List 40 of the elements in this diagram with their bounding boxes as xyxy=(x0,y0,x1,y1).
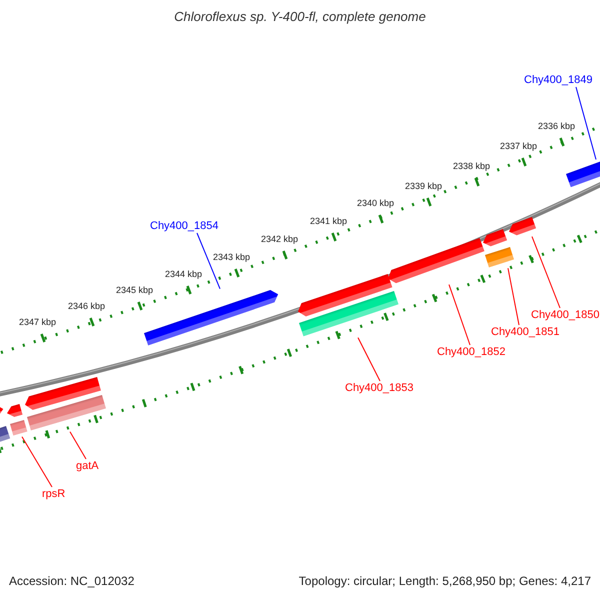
scale-label: 2345 kbp xyxy=(116,285,154,296)
scale-label: 2347 kbp xyxy=(19,317,56,328)
gene-feature xyxy=(26,394,107,432)
gene-label: Chy400_1854 xyxy=(150,219,219,233)
scale-label: 2338 kbp xyxy=(453,161,490,172)
gene-feature xyxy=(482,228,508,248)
gene-label: Chy400_1849 xyxy=(524,73,593,87)
gene-label: Chy400_1852 xyxy=(437,345,506,359)
gene-feature xyxy=(6,402,24,418)
leader-line xyxy=(196,232,220,290)
leader-line xyxy=(508,268,520,326)
leader-line xyxy=(532,236,560,308)
scale-label: 2341 kbp xyxy=(310,216,348,227)
gene-feature xyxy=(508,216,538,237)
gene-label: Chy400_1853 xyxy=(345,381,414,395)
gene-label: Chy400_1850 xyxy=(531,308,600,322)
gene-label: rpsR xyxy=(42,487,66,501)
gene-label: gatA xyxy=(76,459,99,473)
gene-feature xyxy=(484,246,515,268)
leader-line xyxy=(358,337,380,382)
leader-line xyxy=(70,431,86,460)
gene-label: Chy400_1851 xyxy=(491,325,560,339)
scale-label: 2346 kbp xyxy=(68,301,106,312)
leader-line xyxy=(576,86,596,160)
scale-label: 2336 kbp xyxy=(538,121,576,132)
accession-note: Accession: NC_012032 xyxy=(9,574,134,589)
scale-label: 2339 kbp xyxy=(405,181,442,192)
gene-feature xyxy=(387,237,486,285)
scale-label: 2344 kbp xyxy=(165,269,202,280)
gene-feature xyxy=(9,419,29,437)
genome-summary: Topology: circular; Length: 5,268,950 bp; Genes: 4,217 xyxy=(298,574,591,589)
map-title: Chloroflexus sp. Y-400-fl, complete genome xyxy=(173,9,427,25)
leader-line xyxy=(22,436,52,488)
scale-label: 2340 kbp xyxy=(357,198,394,209)
scale-label: 2337 kbp xyxy=(500,141,538,152)
scale-label: 2342 kbp xyxy=(261,234,298,245)
gene-feature xyxy=(298,290,400,338)
leader-line xyxy=(448,284,470,346)
gene-feature xyxy=(564,159,600,189)
scale-label: 2343 kbp xyxy=(213,252,250,263)
